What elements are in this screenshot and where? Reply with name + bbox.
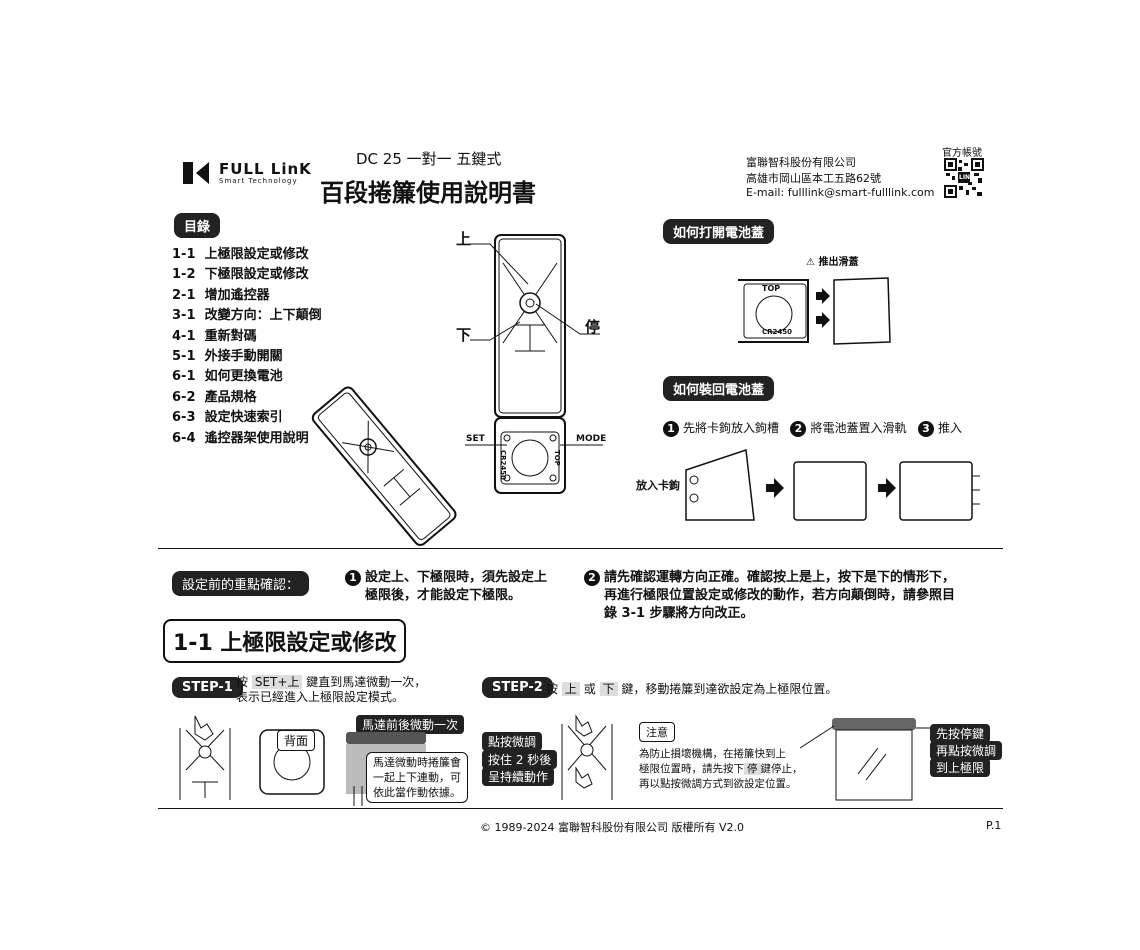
set-mode-lines: [465, 444, 603, 446]
remote-callout-lines: [470, 243, 600, 341]
tap-adjust-tag: 點按微調: [482, 732, 543, 751]
step1-instruction: 按 SET+上 鍵直到馬達微動一次， 表示已經進入上極限設定模式。: [236, 675, 427, 704]
remote-front-illustration: [494, 234, 566, 418]
top-label: TOP: [553, 450, 561, 466]
step2-remote-illustration: [561, 724, 613, 800]
page-title: 百段捲簾使用說明書: [320, 179, 536, 207]
remote-back-illustration: [494, 417, 566, 494]
toc-title: 目錄: [174, 213, 221, 238]
hand-down-icon: [575, 766, 593, 789]
warning-icon: ⚠: [806, 257, 815, 268]
footer-divider: [158, 808, 1003, 809]
step1-remote-illustration: [179, 728, 231, 800]
step2-badge: STEP-2: [482, 677, 553, 698]
notice-box: 注意 為防止損壞機構，在捲簾快到上 極限位置時，請先按下停鍵停止， 再以點按微調…: [634, 722, 814, 802]
model-name: DC 25 一對一 五鍵式: [356, 150, 502, 168]
toc-item[interactable]: 3-1 改變方向：上下顛倒: [172, 308, 322, 324]
toc-item[interactable]: 5-1 外接手動開關: [172, 349, 283, 365]
to-upper-limit-tag: 到上極限: [930, 758, 991, 777]
hold-2s-tag: 按住 2 秒後: [482, 750, 558, 769]
set-key-label: SET: [466, 434, 485, 444]
line-badge: LINE: [959, 174, 975, 181]
logo-text: FULL LinK: [219, 160, 312, 178]
tap-adjust-again-tag: 再點按微調: [930, 741, 1003, 760]
battery-model-label: CR2450: [499, 450, 507, 481]
push-slide-warning: ⚠ 推出滑蓋: [806, 257, 859, 268]
toc-item[interactable]: 6-1 如何更換電池: [172, 369, 283, 385]
toc-item[interactable]: 6-4 遙控器架使用說明: [172, 430, 309, 446]
logo-subtext: Smart Technology: [219, 177, 298, 185]
toc-item[interactable]: 2-1 增加遙控器: [172, 287, 270, 303]
notice-title: 注意: [639, 722, 675, 742]
upper-limit-illustration: [832, 718, 932, 801]
up-key-label: 上: [456, 230, 472, 248]
toc-item[interactable]: 6-3 設定快速索引: [172, 410, 283, 426]
line-qr-code[interactable]: LINE: [944, 158, 984, 198]
continuous-tag: 呈持續動作: [482, 767, 555, 786]
company-address: 高雄市岡山區本工五路62號: [746, 172, 881, 185]
hand-up-icon: [575, 714, 593, 737]
page-number: P.1: [986, 819, 1002, 832]
step1-badge: STEP-1: [172, 677, 243, 698]
toc-item[interactable]: 6-2 產品規格: [172, 389, 257, 405]
brand-logo: FULL LinK Smart Technology: [183, 160, 311, 186]
confirm-label: 設定前的重點確認：: [172, 571, 310, 596]
battery-cr2450-label: CR2450: [762, 328, 793, 336]
toc-item[interactable]: 1-1 上極限設定或修改: [172, 247, 309, 262]
copyright: © 1989-2024 富聯智科股份有限公司 版權所有 V2.0: [480, 821, 744, 834]
hook-label: 放入卡鉤: [636, 479, 680, 492]
hand-press-icon: [194, 715, 214, 741]
back-label: 背面: [277, 730, 316, 751]
battery-open-title: 如何打開電池蓋: [663, 219, 775, 244]
notice-text: 為防止損壞機構，在捲簾快到上 極限位置時，請先按下停鍵停止， 再以點按微調方式到…: [639, 748, 803, 790]
toc-item[interactable]: 4-1 重新對碼: [172, 328, 257, 344]
section-divider: [158, 548, 1003, 549]
down-key-label: 下: [456, 326, 472, 344]
logo-mark-icon: [183, 162, 209, 184]
battery-close-illustration: [685, 448, 980, 521]
official-account-label: 官方帳號: [942, 148, 982, 159]
step2-instruction: 按 上 或 下 鍵，移動捲簾到達欲設定為上極限位置。: [546, 682, 838, 696]
stop-key-label: 停: [585, 318, 601, 336]
remote-perspective-illustration: [311, 386, 457, 546]
mode-key-label: MODE: [576, 434, 607, 444]
toc-item[interactable]: 1-2 下極限設定或修改: [172, 267, 309, 283]
notice-pointer-line: [799, 725, 835, 749]
company-name: 富聯智科股份有限公司: [746, 156, 856, 169]
section-title: 1-1 上極限設定或修改: [163, 619, 407, 663]
company-email: E-mail: fulllink@smart-fulllink.com: [746, 186, 935, 199]
battery-open-illustration: [738, 277, 891, 345]
motion-note: 馬達微動時捲簾會 一起上下連動，可 依此當作動依據。: [366, 752, 468, 803]
battery-top-label: TOP: [762, 284, 781, 293]
toc-list: 1-1 上極限設定或修改 1-2 下極限設定或修改 2-1 增加遙控器 3-1 …: [172, 245, 322, 449]
press-stop-tag: 先按停鍵: [930, 724, 991, 743]
battery-close-title: 如何裝回電池蓋: [663, 376, 775, 401]
motion-label: 馬達前後微動一次: [356, 715, 465, 734]
